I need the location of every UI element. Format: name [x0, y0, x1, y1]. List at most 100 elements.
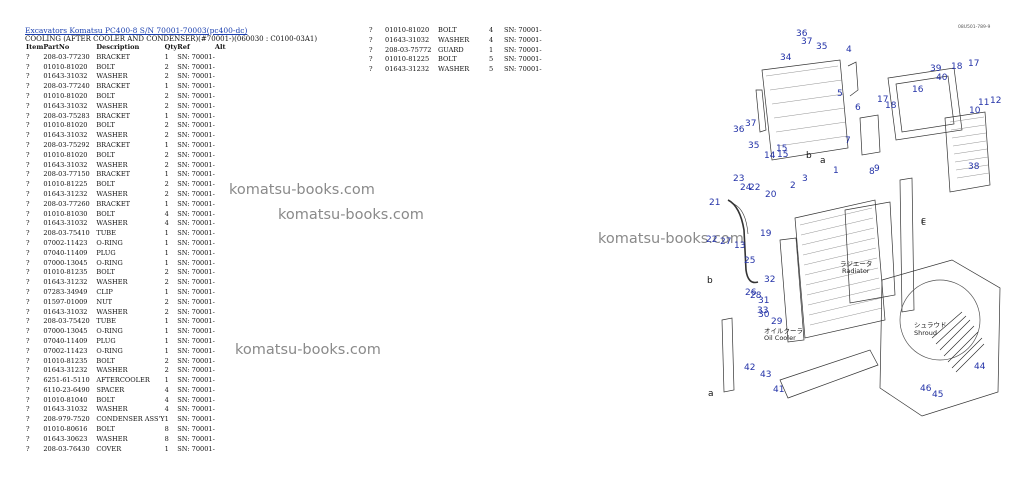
row-qty: 2 [164, 91, 169, 100]
catalog-title-link[interactable]: Excavators Komatsu PC400-8 S/N 70001-700… [25, 26, 248, 35]
row-item: ? [369, 55, 373, 64]
row-alt [215, 376, 226, 386]
row-alt [215, 298, 226, 308]
row-ref: SN: 70001- [177, 415, 215, 424]
row-alt [215, 53, 226, 63]
row-ref: SN: 70001- [177, 366, 215, 375]
callout-number: 42 [744, 363, 755, 373]
row-qty: 8 [164, 434, 169, 443]
radiator-label-en: Radiator [842, 267, 870, 275]
col-partno: PartNo [43, 43, 70, 51]
row-qty: 1 [164, 444, 169, 453]
row-description: BOLT [96, 150, 115, 159]
row-qty: 1 [489, 45, 494, 54]
callout-number: 23 [733, 174, 744, 184]
col-qty: Qty [164, 43, 178, 51]
row-partno: 01010-81020 [43, 121, 88, 130]
row-ref: SN: 70001- [177, 356, 215, 365]
callout-number: 34 [780, 53, 792, 63]
row-ref: SN: 70001- [177, 297, 215, 306]
row-ref: SN: 70001- [177, 62, 215, 71]
row-item: ? [26, 219, 30, 228]
row-qty: 5 [489, 65, 494, 74]
row-partno: 01010-81020 [43, 150, 88, 159]
callout-number: 1 [833, 166, 839, 176]
diagram-code: 08U501-789-9 [958, 25, 991, 30]
callout-number: 18 [951, 62, 963, 72]
row-item: ? [26, 238, 30, 247]
row-item: ? [369, 45, 373, 54]
row-partno: 01010-81225 [43, 180, 88, 189]
row-partno: 01643-31032 [43, 72, 88, 81]
row-item: ? [26, 258, 30, 267]
callout-number: 8 [869, 167, 875, 177]
row-description: CONDENSER ASS'Y [96, 415, 165, 424]
row-ref: SN: 70001- [177, 336, 215, 345]
callout-number: 29 [771, 317, 783, 327]
row-ref: SN: 70001- [177, 170, 215, 179]
row-ref: SN: 70001- [177, 317, 215, 326]
row-description: O-RING [96, 327, 123, 336]
row-partno: 01597-01009 [43, 297, 88, 306]
callout-number: 33 [757, 306, 768, 316]
callout-number: a [708, 389, 714, 399]
row-alt [215, 131, 226, 141]
row-qty: 4 [164, 209, 169, 218]
row-description: WASHER [96, 101, 128, 110]
row-partno: 01010-81030 [43, 209, 88, 218]
row-description: BOLT [438, 55, 457, 64]
row-qty: 1 [164, 140, 169, 149]
row-qty: 4 [164, 405, 169, 414]
row-alt [215, 82, 226, 92]
callout-number: 27 [720, 237, 731, 247]
row-item: ? [26, 189, 30, 198]
row-ref: SN: 70001- [177, 72, 215, 81]
row-qty: 1 [164, 317, 169, 326]
row-item: ? [26, 72, 30, 81]
callout-number: c [921, 218, 926, 228]
callout-number: 36 [796, 29, 808, 39]
row-ref: SN: 70001- [504, 35, 542, 44]
row-description: PLUG [96, 248, 116, 257]
row-partno: 208-03-77260 [43, 199, 90, 208]
parts-table-header: Item PartNo Description Qty Ref Alt [26, 43, 226, 53]
row-item: ? [26, 415, 30, 424]
row-ref: SN: 70001- [177, 52, 215, 61]
callout-number: 39 [930, 64, 942, 74]
row-description: WASHER [96, 131, 128, 140]
row-description: BOLT [96, 395, 115, 404]
callout-number: 43 [760, 370, 771, 380]
row-partno: 01643-31032 [43, 405, 88, 414]
row-partno: 6251-61-5110 [43, 376, 90, 385]
row-qty: 5 [489, 55, 494, 64]
row-ref: SN: 70001- [177, 248, 215, 257]
row-item: ? [26, 317, 30, 326]
row-qty: 1 [164, 327, 169, 336]
row-item: ? [369, 65, 373, 74]
row-description: AFTERCOOLER [96, 376, 150, 385]
row-item: ? [26, 111, 30, 120]
col-item: Item [26, 43, 44, 51]
row-item: ? [26, 62, 30, 71]
row-description: WASHER [96, 189, 128, 198]
row-item: ? [26, 425, 30, 434]
watermark: komatsu-books.com [229, 182, 375, 198]
row-alt [215, 425, 226, 435]
row-description: CLIP [96, 287, 113, 296]
row-description: O-RING [96, 258, 123, 267]
callout-number: 30 [758, 310, 770, 320]
row-item: ? [26, 229, 30, 238]
